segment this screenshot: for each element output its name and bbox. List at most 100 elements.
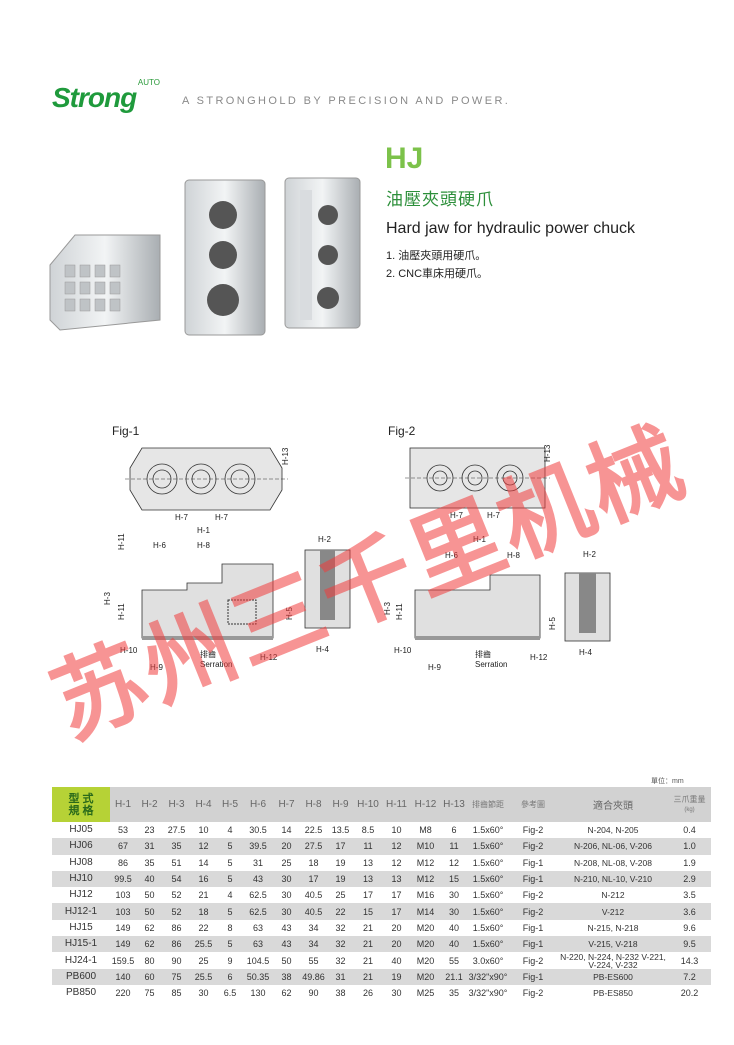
model-cell: HJ08 — [69, 856, 93, 868]
fig2-title: Fig-2 — [388, 424, 416, 438]
table-cell: V-215, V-218 — [558, 936, 668, 953]
table-cell: 43 — [243, 870, 273, 888]
product-model: HJ — [385, 142, 424, 175]
table-cell: PB-ES600 — [558, 968, 668, 985]
table-cell: 2.9 — [668, 870, 711, 888]
dim-label: 排齒 — [475, 649, 491, 659]
table-cell: 25 — [198, 955, 209, 966]
table-cell: V-212 — [558, 903, 668, 920]
table-cell: 18 — [308, 857, 319, 868]
table-cell: 49.86 — [300, 968, 327, 985]
table-cell: 90 — [171, 955, 182, 966]
model-cell: HJ06 — [52, 838, 110, 855]
table-cell: 18 — [190, 903, 217, 920]
table-cell: 75 — [163, 968, 190, 985]
table-cell: N-208, NL-08, V-208 — [574, 857, 652, 868]
table-cell: 8 — [227, 922, 233, 933]
table-cell: 39.5 — [243, 838, 273, 855]
model-cell: HJ05 — [69, 824, 93, 836]
table-cell: 149 — [115, 922, 131, 933]
fig1-title: Fig-1 — [112, 424, 140, 438]
dim-label: H-9 — [150, 663, 163, 672]
table-cell: M12 — [411, 870, 440, 888]
table-cell: M8 — [419, 825, 432, 836]
table-cell: 86 — [117, 857, 128, 868]
dim-label: H-6 — [153, 541, 166, 550]
table-cell: 32 — [335, 955, 346, 966]
table-cell: 12 — [382, 838, 411, 855]
table-cell: 5 — [217, 838, 243, 855]
dim-label: H-7 — [175, 513, 188, 522]
table-cell: 22 — [327, 903, 354, 920]
table-cell: 55 — [308, 955, 319, 966]
dim-label: H-12 — [530, 653, 548, 662]
table-cell: 21.1 — [440, 968, 468, 985]
table-cell: 23 — [144, 825, 155, 836]
table-cell: 14 — [198, 857, 209, 868]
column-header: 參考圖 — [508, 787, 558, 822]
table-cell: 3/32"x90° — [468, 968, 508, 985]
table-cell: 130 — [250, 988, 266, 999]
column-header: H-1 — [110, 787, 136, 822]
table-cell: 50 — [144, 890, 155, 901]
dim-label: H-11 — [117, 533, 126, 550]
table-cell: 16 — [190, 870, 217, 888]
column-header: H-13 — [440, 787, 468, 822]
table-cell: 30 — [273, 903, 300, 920]
dim-label: H-7 — [450, 511, 463, 520]
logo-text: Strong — [52, 82, 137, 113]
table-cell: 8.5 — [361, 825, 375, 836]
table-cell: 40.5 — [304, 890, 323, 901]
dim-label: H-5 — [285, 607, 294, 620]
column-header: H-2 — [136, 787, 163, 822]
table-cell: 31 — [252, 857, 263, 868]
column-header: H-7 — [273, 787, 300, 822]
column-header: H-4 — [190, 787, 217, 822]
table-cell: 4 — [227, 825, 233, 836]
table-cell: 1.5x60° — [472, 857, 504, 868]
table-cell: 30 — [198, 988, 209, 999]
table-cell: 86 — [171, 922, 182, 933]
table-cell: 63 — [252, 922, 263, 933]
table-cell: M20 — [416, 922, 435, 933]
table-cell: 54 — [163, 870, 190, 888]
table-cell: 21 — [362, 922, 373, 933]
table-cell: 40 — [391, 955, 402, 966]
table-cell: M20 — [416, 955, 435, 966]
dim-label: H-2 — [318, 535, 331, 544]
dim-label: H-1 — [197, 526, 210, 535]
table-cell: 62.5 — [243, 903, 273, 920]
table-cell: 10 — [391, 825, 402, 836]
table-cell: M12 — [416, 857, 435, 868]
table-cell: 19 — [382, 968, 411, 985]
table-cell: 99.5 — [110, 870, 136, 888]
fig1-side-drawing: H-2 H-5 H-4 — [285, 535, 351, 654]
table-cell: N-210, NL-10, V-210 — [558, 870, 668, 888]
table-cell: 32 — [335, 922, 346, 933]
table-cell: 63 — [243, 936, 273, 953]
table-cell: 1.5x60° — [472, 825, 504, 836]
dim-label: H-8 — [197, 541, 210, 550]
table-cell: 1.5x60° — [472, 890, 504, 901]
table-cell: 52 — [171, 890, 182, 901]
table-cell: Fig-1 — [522, 922, 544, 933]
table-cell: 50 — [281, 955, 292, 966]
table-cell: 9.5 — [668, 936, 711, 953]
table-cell: 5 — [217, 903, 243, 920]
header-text: 規 格 — [68, 804, 94, 817]
dim-label: H-4 — [579, 648, 592, 657]
column-header: H-11 — [382, 787, 411, 822]
table-cell: 51 — [171, 857, 182, 868]
table-cell: Fig-2 — [522, 955, 544, 966]
dim-label: H-1 — [473, 535, 486, 544]
column-header: 適合夾頭 — [558, 787, 668, 822]
dim-label: H-3 — [383, 602, 392, 615]
table-cell: 5 — [217, 936, 243, 953]
model-cell: HJ12 — [69, 889, 93, 901]
table-cell: Fig-2 — [522, 988, 544, 999]
feature-item: 2. CNC車床用硬爪。 — [386, 268, 489, 280]
table-cell: 20.2 — [680, 988, 699, 999]
